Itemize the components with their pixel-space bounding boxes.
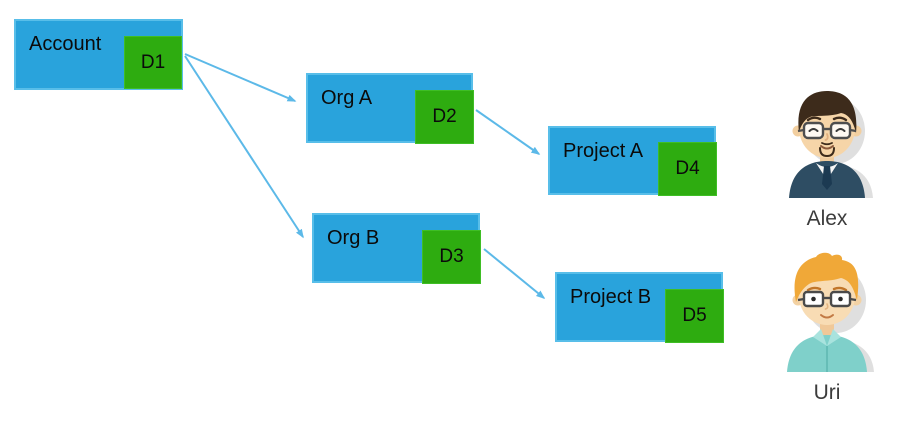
edge-d1-to-org-b bbox=[184, 55, 304, 239]
man-blond-hair-glasses-avatar-icon bbox=[787, 252, 874, 372]
account-node: Account D1 bbox=[14, 19, 183, 90]
badge-d1: D1 bbox=[124, 36, 182, 89]
edge-d1-to-org-a bbox=[184, 53, 297, 102]
project-a-label: Project A bbox=[563, 140, 644, 162]
edge-d3-to-project-b bbox=[483, 248, 546, 299]
user-name-alex: Alex bbox=[806, 207, 848, 230]
badge-d4: D4 bbox=[658, 142, 717, 196]
badge-d5-label: D5 bbox=[682, 305, 707, 326]
project-a-node: Project A D4 bbox=[548, 126, 717, 196]
project-b-node: Project B D5 bbox=[555, 272, 724, 343]
user-card-uri: Uri bbox=[779, 250, 875, 405]
man-dark-hair-glasses-avatar-icon bbox=[789, 91, 873, 198]
account-label: Account bbox=[29, 33, 102, 55]
org-b-label: Org B bbox=[327, 227, 380, 249]
badge-d2-label: D2 bbox=[432, 106, 457, 127]
badge-d3: D3 bbox=[422, 230, 481, 284]
project-b-label: Project B bbox=[570, 286, 652, 308]
org-b-node: Org B D3 bbox=[312, 213, 481, 284]
org-a-node: Org A D2 bbox=[306, 73, 474, 144]
user-name-uri: Uri bbox=[813, 381, 841, 404]
edge-d2-to-project-a bbox=[475, 109, 541, 155]
badge-d2: D2 bbox=[415, 90, 474, 144]
badge-d4-label: D4 bbox=[675, 158, 700, 179]
org-a-label: Org A bbox=[321, 87, 373, 109]
user-card-alex: Alex bbox=[779, 86, 875, 231]
badge-d5: D5 bbox=[665, 289, 724, 343]
badge-d3-label: D3 bbox=[439, 246, 464, 267]
badge-d1-label: D1 bbox=[140, 51, 166, 73]
